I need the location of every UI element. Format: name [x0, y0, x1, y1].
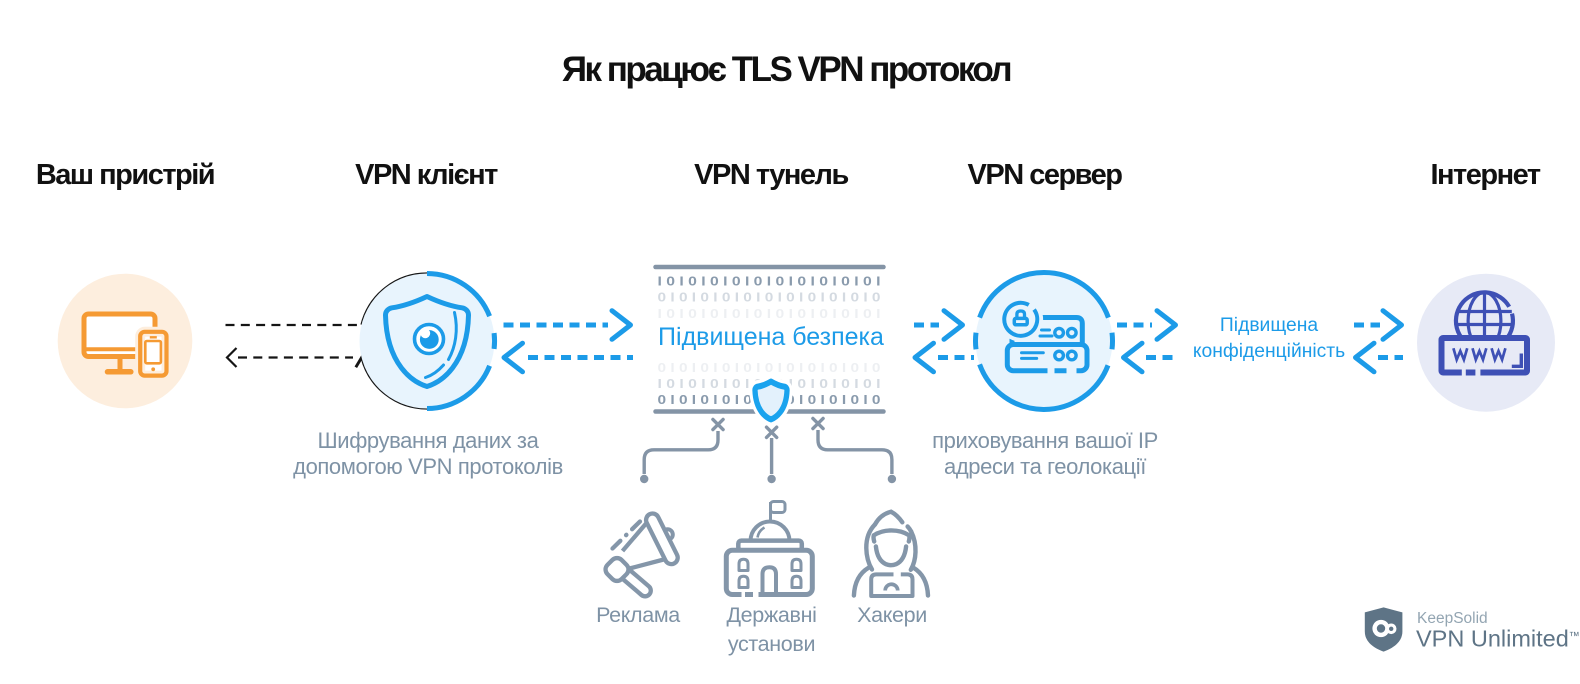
svg-text:I 0 I 0 I 0 I 0 I 0 I 0 I 0 I: I 0 I 0 I 0 I 0 I 0 I 0 I 0 I 0 I 0 I 0 … — [658, 306, 881, 321]
svg-text:I 0 I 0 I 0 I 0 I 0 I 0 I 0 I: I 0 I 0 I 0 I 0 I 0 I 0 I 0 I 0 I 0 I 0 … — [658, 274, 881, 289]
svg-text:0 I 0 I 0 I 0 I 0 I 0 I 0 I 0: 0 I 0 I 0 I 0 I 0 I 0 I 0 I 0 I 0 I 0 I … — [658, 290, 881, 305]
svg-text:KeepSolid: KeepSolid — [1417, 610, 1488, 627]
svg-text:0 I 0 I 0 I 0 I 0 I 0 I 0 I 0: 0 I 0 I 0 I 0 I 0 I 0 I 0 I 0 I 0 I 0 I … — [658, 360, 881, 375]
svg-text:VPN Unlimited™: VPN Unlimited™ — [1416, 626, 1580, 652]
